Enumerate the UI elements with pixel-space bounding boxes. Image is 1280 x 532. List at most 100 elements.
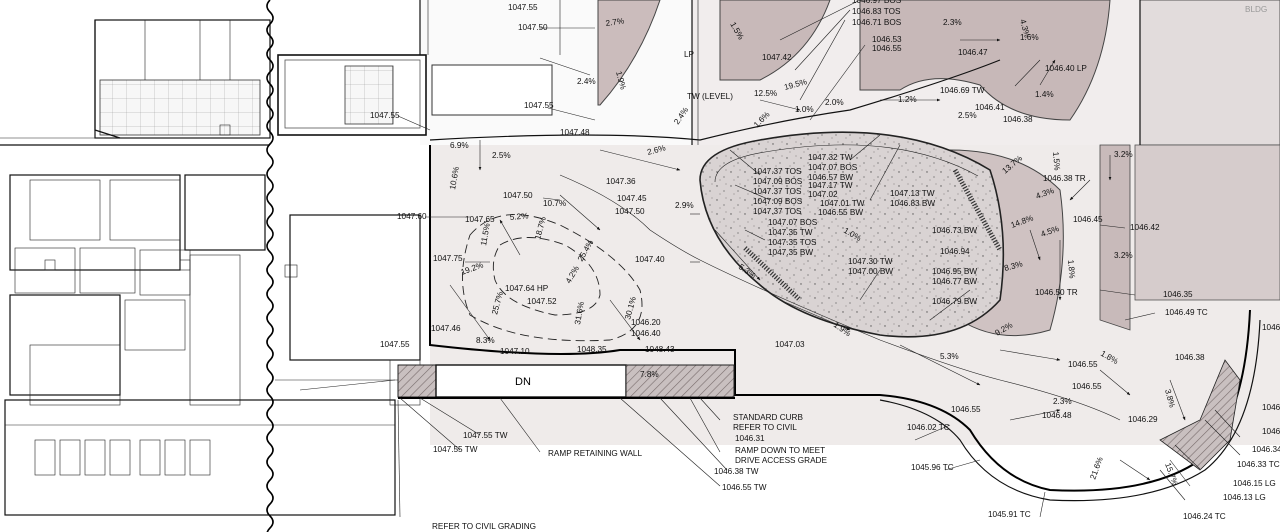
slope-label: 1.6% — [1020, 33, 1039, 42]
spot-elevation: 1046.55 — [1068, 360, 1098, 369]
spot-elevation: 1047.65 — [465, 215, 495, 224]
spot-elevation: 1047.37 TOS — [753, 167, 802, 176]
spot-elevation: 1047.55 TW — [463, 431, 508, 440]
spot-elevation: 1047.30 TW — [848, 257, 893, 266]
spot-elevation: 1046.29 — [1128, 415, 1158, 424]
spot-elevation: 1047.09 BOS — [753, 177, 803, 186]
central-oval-planter — [699, 131, 1005, 338]
spot-elevation: 1047.50 — [503, 191, 533, 200]
planter-far-right — [1134, 144, 1280, 301]
spot-elevation: 1046.49 TC — [1165, 308, 1208, 317]
spot-elevation: 1046.50 TR — [1035, 288, 1078, 297]
slope-label: 1.2% — [898, 95, 917, 104]
slope-label: 2.3% — [1053, 397, 1072, 406]
spot-elevation: 1047.00 BW — [848, 267, 893, 276]
spot-elevation: 1045.96 TC — [911, 463, 954, 472]
spot-elevation: 1047.13 TW — [890, 189, 935, 198]
stair-down-band — [435, 364, 627, 398]
spot-elevation: 1047.35 TW — [768, 228, 813, 237]
spot-elevation: 1046.15 LG — [1233, 479, 1276, 488]
spot-elevation: 1047.37 TOS — [753, 187, 802, 196]
spot-elevation: 1047.35 TOS — [768, 238, 817, 247]
left-building-plan — [0, 19, 421, 525]
watermark-text: BLDG — [1245, 5, 1267, 14]
slope-label: 7.8% — [640, 370, 659, 379]
spot-elevation: 1045.91 TC — [988, 510, 1031, 519]
spot-elevation: 1047.02 — [808, 190, 838, 199]
spot-elevation: 1046.53 — [872, 35, 902, 44]
building-edge-upper-right — [1139, 0, 1280, 146]
upper-building — [277, 0, 561, 136]
curb-callout-1: STANDARD CURB — [733, 413, 803, 422]
spot-elevation: 1047.50 — [615, 207, 645, 216]
spot-elevation: 1047.55 — [370, 111, 400, 120]
slope-arrows — [449, 38, 1186, 481]
planter-right — [1099, 144, 1131, 331]
civil-grading-callout: REFER TO CIVIL GRADING — [432, 522, 536, 531]
spot-elevation: 1046.22 — [1262, 427, 1280, 436]
slope-label: 2.7% — [605, 16, 625, 28]
spot-elevation: 1046.77 BW — [932, 277, 977, 286]
spot-elevation: 1047.40 — [635, 255, 665, 264]
spot-elevation: 1047.09 BOS — [753, 197, 803, 206]
spot-elevation: 1047.45 — [617, 194, 647, 203]
slope-label: 5.2% — [509, 211, 528, 222]
planter-upper-right — [859, 0, 1111, 121]
spot-elevation: 1047.10 — [500, 347, 530, 356]
match-break-line — [266, 0, 274, 532]
spot-elevation: 1047.17 TW — [808, 181, 853, 190]
lp-callout: LP — [684, 50, 695, 59]
spot-elevation: 1047.36 — [606, 177, 636, 186]
spot-elevation: 1048.35 — [577, 345, 607, 354]
spot-elevation: 1046.34 T — [1252, 445, 1280, 454]
spot-elevation: 1046.40 LP — [1045, 64, 1087, 73]
spot-elevation: 1046.79 BW — [932, 297, 977, 306]
spot-elevation: 1046.48 — [1042, 411, 1072, 420]
spot-elevation: 1046.94 — [940, 247, 970, 256]
spot-elevation: 1047.01 TW — [820, 199, 865, 208]
slope-label: 10.6% — [448, 166, 461, 190]
slope-label: 2.4% — [577, 77, 596, 86]
slope-label: 2.0% — [825, 98, 844, 107]
slope-label: 12.5% — [754, 89, 777, 98]
walk-curve-main — [559, 174, 1121, 421]
spot-elevation: 1046.57 BW — [808, 173, 853, 182]
spot-elevation: 1047.32 TW — [808, 153, 853, 162]
curb-callout-2: REFER TO CIVIL — [733, 423, 797, 432]
spot-elevation: 1046.24 TC — [1183, 512, 1226, 521]
spot-elevation: 1046.38 TR — [1043, 174, 1086, 183]
spot-elevation: 1047.07 BOS — [768, 218, 818, 227]
spot-elevation: 1047.42 — [762, 53, 792, 62]
spot-elevation: 1046.42 — [1130, 223, 1160, 232]
planter-upper-center — [719, 0, 831, 81]
spot-elevation: 1046.38 — [1003, 115, 1033, 124]
slope-label: 1.5% — [1051, 151, 1062, 170]
spot-elevation: 1047.50 — [518, 23, 548, 32]
slope-label: 2.5% — [958, 111, 977, 120]
spot-elevation: 1046 — [1262, 403, 1280, 412]
spot-elevation: 1046.55 — [872, 44, 902, 53]
ramp-down-callout-2: DRIVE ACCESS GRADE — [735, 456, 827, 465]
stair-label: DN — [515, 376, 531, 388]
spot-elevation: 1046 — [1262, 323, 1280, 332]
slope-label: 2.9% — [675, 201, 694, 210]
spot-elevation: 1047.46 — [431, 324, 461, 333]
spot-elevation: 1046.71 BOS — [852, 18, 902, 27]
spot-elevation: 1046.33 TC — [1237, 460, 1280, 469]
spot-elevation: 1046.41 — [975, 103, 1005, 112]
spot-elevation: 1047.37 TOS — [753, 207, 802, 216]
spot-elevation: 1046.55 — [951, 405, 981, 414]
spot-elevation: 1047.48 — [560, 128, 590, 137]
spot-elevation: 1046.31 — [735, 434, 765, 443]
ramp-contours — [462, 214, 643, 342]
spot-elevation: 1047.03 — [775, 340, 805, 349]
spot-elevation: 1046.83 TOS — [852, 7, 901, 16]
spot-elevation: 1046.73 BW — [932, 226, 977, 235]
slope-label: 2.3% — [943, 18, 962, 27]
spot-elevation: 1047.60 — [397, 212, 427, 221]
spot-elevation: 1046.20 — [631, 318, 661, 327]
planter-upper-left — [597, 0, 661, 106]
spot-elevation: 1047.55 TW — [433, 445, 478, 454]
spot-elevation: 1047.75 — [433, 254, 463, 263]
